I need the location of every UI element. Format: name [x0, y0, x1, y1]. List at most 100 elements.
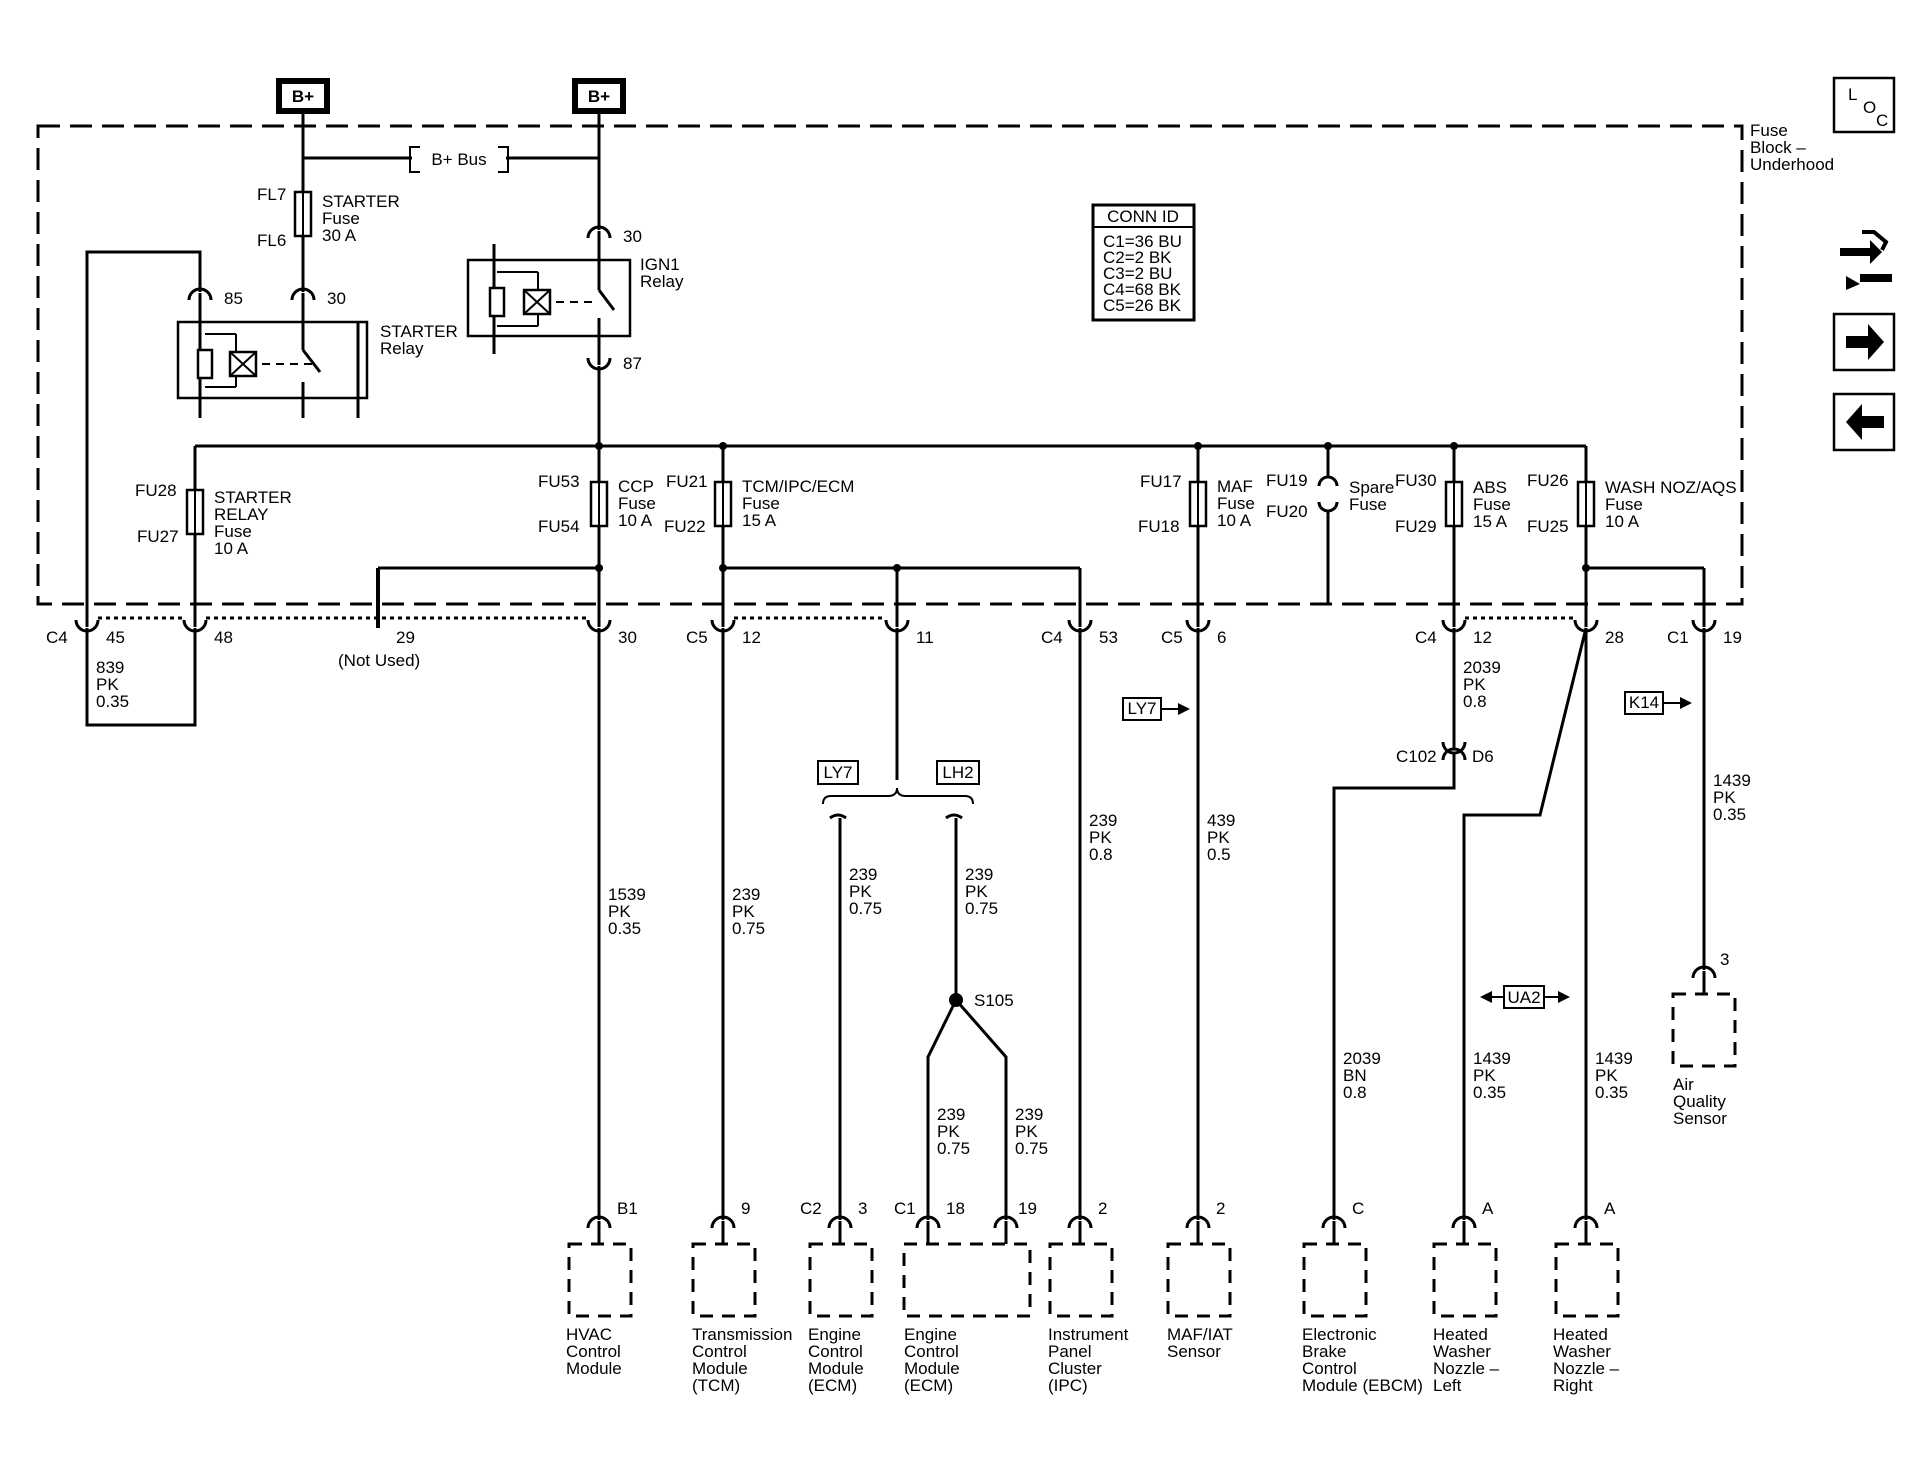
heated-washer-nozzle-right: A Heated Washer Nozzle – Right [1553, 1199, 1620, 1395]
svg-text:C1: C1 [894, 1199, 916, 1218]
svg-text:O: O [1863, 98, 1876, 117]
svg-text:0.35: 0.35 [608, 919, 641, 938]
wire-label-239-ecm-c2: 239 PK 0.75 [849, 865, 882, 918]
svg-text:Washer: Washer [1433, 1342, 1491, 1361]
svg-text:C4: C4 [1041, 628, 1063, 647]
svg-text:239: 239 [937, 1105, 965, 1124]
svg-text:C2: C2 [800, 1199, 822, 1218]
svg-text:Module: Module [566, 1359, 622, 1378]
svg-text:Control: Control [904, 1342, 959, 1361]
svg-text:B+ Bus: B+ Bus [431, 150, 486, 169]
svg-text:FU21: FU21 [666, 472, 708, 491]
svg-text:Underhood: Underhood [1750, 155, 1834, 174]
svg-text:(TCM): (TCM) [692, 1376, 740, 1395]
svg-text:Heated: Heated [1433, 1325, 1488, 1344]
air-quality-sensor: 3 Air Quality Sensor [1671, 950, 1737, 1128]
svg-text:Electronic: Electronic [1302, 1325, 1377, 1344]
svg-text:30 A: 30 A [322, 226, 357, 245]
svg-text:Cluster: Cluster [1048, 1359, 1102, 1378]
svg-text:(ECM): (ECM) [808, 1376, 857, 1395]
svg-text:D6: D6 [1472, 747, 1494, 766]
svg-text:(ECM): (ECM) [904, 1376, 953, 1395]
fuse-maf: FU17 FU18 MAF Fuse 10 A [1138, 472, 1255, 536]
arrow-left-icon[interactable] [1832, 392, 1896, 452]
svg-text:1439: 1439 [1473, 1049, 1511, 1068]
svg-text:Left: Left [1433, 1376, 1462, 1395]
svg-text:FU26: FU26 [1527, 471, 1569, 490]
svg-text:Fuse: Fuse [214, 522, 252, 541]
svg-text:FU18: FU18 [1138, 517, 1180, 536]
svg-text:239: 239 [732, 885, 760, 904]
svg-text:0.75: 0.75 [1015, 1139, 1048, 1158]
svg-text:S105: S105 [974, 991, 1014, 1010]
svg-text:PK: PK [1595, 1066, 1618, 1085]
inline-connector-c102: C102 D6 [1396, 731, 1494, 771]
svg-text:85: 85 [224, 289, 243, 308]
wire-label-1439-aqs: 1439 PK 0.35 [1713, 771, 1751, 824]
svg-text:0.35: 0.35 [96, 692, 129, 711]
svg-text:BN: BN [1343, 1066, 1367, 1085]
svg-text:87: 87 [623, 354, 642, 373]
svg-text:239: 239 [1015, 1105, 1043, 1124]
svg-text:K14: K14 [1629, 693, 1659, 712]
svg-text:0.75: 0.75 [732, 919, 765, 938]
svg-text:Washer: Washer [1553, 1342, 1611, 1361]
svg-text:C: C [1352, 1199, 1364, 1218]
block-pin-c4-12: C4 12 [1415, 609, 1492, 647]
svg-text:TCM/IPC/ECM: TCM/IPC/ECM [742, 477, 854, 496]
svg-text:30: 30 [623, 227, 642, 246]
svg-text:239: 239 [1089, 811, 1117, 830]
svg-text:Module (EBCM): Module (EBCM) [1302, 1376, 1423, 1395]
svg-text:PK: PK [1713, 788, 1736, 807]
option-ly7-b: LY7 [1122, 697, 1190, 721]
svg-text:28: 28 [1605, 628, 1624, 647]
svg-text:0.5: 0.5 [1207, 845, 1231, 864]
instrument-panel-cluster: 2 Instrument Panel Cluster (IPC) [1048, 1199, 1129, 1395]
svg-text:PK: PK [96, 675, 119, 694]
wire-label-239-ecm-19: 239 PK 0.75 [1015, 1105, 1048, 1158]
block-pin-30: 30 [586, 609, 637, 647]
starter-fuse: FL7 FL6 STARTER Fuse 30 A [257, 185, 400, 250]
svg-text:839: 839 [96, 658, 124, 677]
connector-map-icon[interactable] [1840, 230, 1892, 290]
svg-text:29: 29 [396, 628, 415, 647]
svg-text:FU20: FU20 [1266, 502, 1308, 521]
ign1-relay: IGN1 Relay [466, 244, 684, 354]
svg-text:B+: B+ [588, 87, 610, 106]
svg-text:Spare: Spare [1349, 478, 1394, 497]
svg-text:C3=2 BU: C3=2 BU [1103, 264, 1172, 283]
arrow-right-icon[interactable] [1832, 312, 1896, 372]
svg-text:FU17: FU17 [1140, 472, 1182, 491]
svg-text:11: 11 [916, 628, 934, 647]
svg-text:3: 3 [1720, 950, 1729, 969]
svg-text:2039: 2039 [1463, 658, 1501, 677]
svg-text:0.35: 0.35 [1473, 1083, 1506, 1102]
svg-text:12: 12 [1473, 628, 1492, 647]
wire-label-239-ecm-18: 239 PK 0.75 [937, 1105, 970, 1158]
block-pin-28: 28 [1573, 609, 1624, 647]
fuse-abs: FU30 FU29 ABS Fuse 15 A [1395, 471, 1511, 536]
svg-text:439: 439 [1207, 811, 1235, 830]
svg-text:Instrument: Instrument [1048, 1325, 1129, 1344]
starter-relay: STARTER Relay [176, 308, 458, 418]
svg-text:6: 6 [1217, 628, 1226, 647]
svg-text:(Not Used): (Not Used) [338, 651, 420, 670]
svg-text:PK: PK [965, 882, 988, 901]
svg-text:CCP: CCP [618, 477, 654, 496]
svg-text:Fuse: Fuse [618, 494, 656, 513]
wire-label-239-ipc: 239 PK 0.8 [1089, 811, 1117, 864]
svg-text:C2=2 BK: C2=2 BK [1103, 248, 1172, 267]
svg-text:FU28: FU28 [135, 481, 177, 500]
loc-icon[interactable]: L O C [1832, 76, 1896, 134]
svg-text:9: 9 [741, 1199, 750, 1218]
svg-text:15 A: 15 A [1473, 512, 1508, 531]
svg-text:Fuse: Fuse [742, 494, 780, 513]
svg-text:(IPC): (IPC) [1048, 1376, 1088, 1395]
svg-text:1439: 1439 [1713, 771, 1751, 790]
svg-text:1539: 1539 [608, 885, 646, 904]
svg-text:Brake: Brake [1302, 1342, 1346, 1361]
svg-text:48: 48 [214, 628, 233, 647]
svg-text:Heated: Heated [1553, 1325, 1608, 1344]
hvac-control-module: B1 HVAC Control Module [566, 1199, 638, 1378]
svg-text:0.75: 0.75 [937, 1139, 970, 1158]
